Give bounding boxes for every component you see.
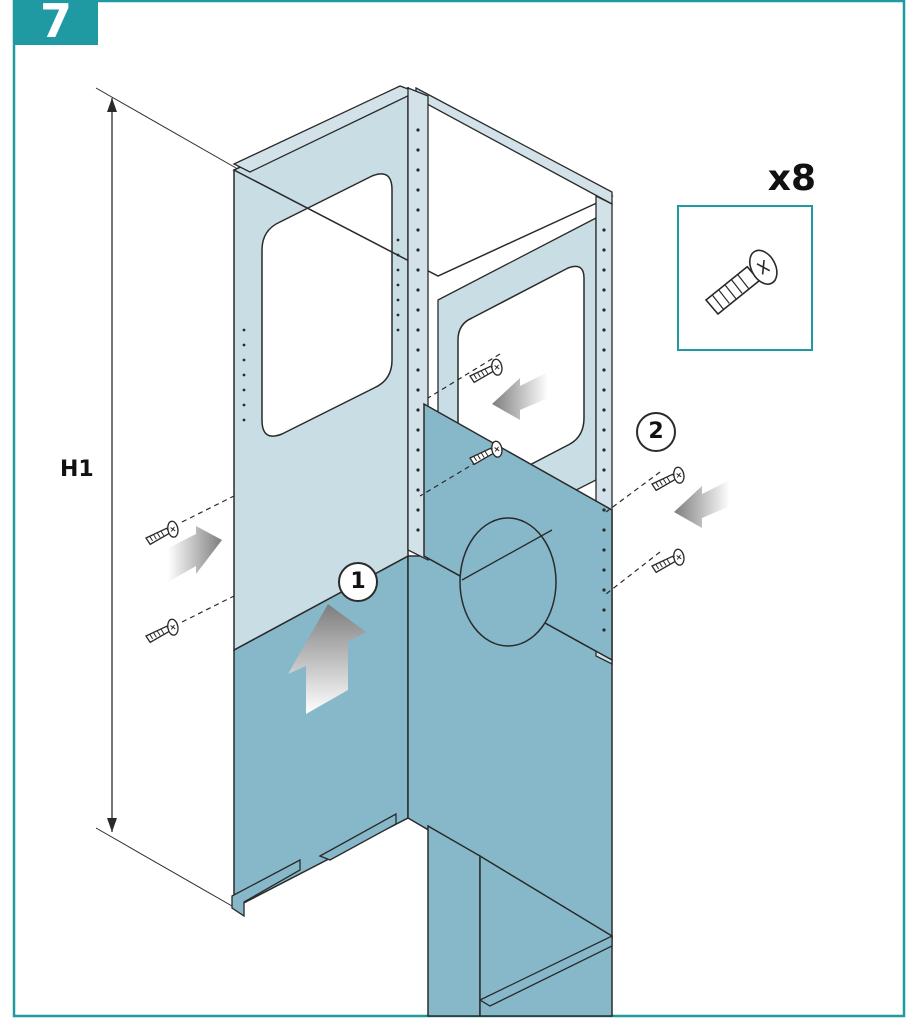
arrow-up-panel	[288, 604, 366, 714]
callout-number-1: 1	[350, 569, 366, 594]
callout-number-2: 2	[648, 419, 664, 444]
arrow-left-right-side	[674, 480, 730, 528]
callout-circle-1	[338, 562, 378, 602]
vertical-post-front	[407, 87, 429, 562]
quantity-label: x8	[767, 158, 816, 199]
screw-icon	[704, 249, 778, 316]
round-opening	[459, 517, 557, 647]
step-badge: 7	[14, 0, 98, 48]
panel-stem	[427, 824, 481, 1017]
step-number: 7	[39, 0, 72, 48]
arrow-left-inner	[492, 372, 548, 420]
dimension-h1	[95, 87, 237, 907]
callout-circle-2	[636, 412, 676, 452]
arrow-right-left-side	[168, 526, 222, 582]
dimension-label: H1	[60, 457, 94, 482]
